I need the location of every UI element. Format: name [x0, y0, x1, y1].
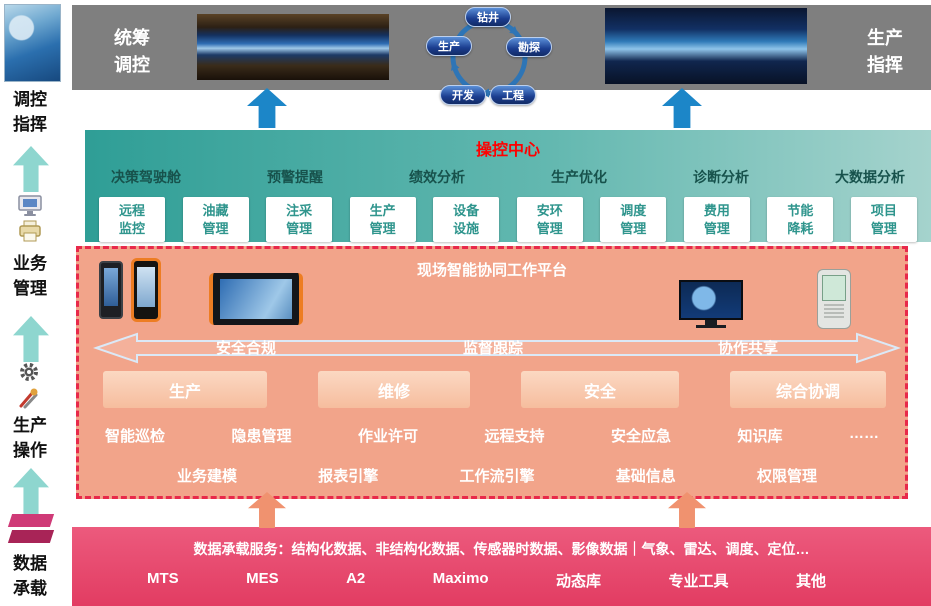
rugged-phone-image	[131, 258, 161, 322]
cycle-node-development: 开发	[440, 85, 486, 105]
system-item: MTS	[147, 570, 179, 587]
app-item: 隐患管理	[231, 428, 292, 445]
field-collaboration-platform: 现场智能协同工作平台 安全合规 监督跟踪 协作共享 生产 维修 安全 综合协调	[76, 246, 908, 499]
printer-icon	[19, 220, 41, 242]
function-item: 预警提醒	[267, 169, 323, 185]
platform-engines: 业务建模 报表引擎 工作流引擎 基础信息 权限管理	[177, 465, 817, 486]
up-arrow-icon	[13, 468, 49, 514]
system-item: 其他	[795, 573, 826, 590]
up-arrow-blue-left	[247, 88, 287, 128]
category-card: 生产	[103, 371, 267, 408]
data-systems: MTS MES A2 Maximo 动态库 专业工具 其他	[72, 570, 931, 591]
module-card: 费用 管理	[683, 197, 750, 242]
left-band-title: 统筹 调控	[114, 28, 150, 75]
phone-screen	[137, 267, 155, 307]
system-item: 动态库	[556, 573, 602, 590]
module-card: 远程 监控	[99, 197, 165, 242]
module-card: 调度 管理	[600, 197, 667, 242]
double-arrow	[93, 332, 901, 364]
monitor-screen	[679, 280, 743, 320]
engine-item: 基础信息	[615, 468, 676, 485]
monitor-base	[696, 325, 726, 328]
database-icon	[7, 514, 55, 527]
system-item: MES	[246, 570, 279, 587]
control-center-modules: 远程 监控 油藏 管理 注采 管理 生产 管理 设备 设施 安环 管理 调度 管…	[85, 197, 931, 242]
system-item: Maximo	[432, 570, 489, 587]
rugged-tablet-image	[209, 273, 303, 325]
sidebar-label-business-management: 业务 管理	[13, 254, 47, 298]
cycle-node-engineering: 工程	[490, 85, 536, 105]
right-band-title: 生产 指挥	[867, 28, 903, 75]
app-item: 远程支持	[484, 428, 545, 445]
control-center-functions: 决策驾驶舱 预警提醒 绩效分析 生产优化 诊断分析 大数据分析	[85, 167, 931, 187]
platform-title: 现场智能协同工作平台	[416, 262, 567, 279]
monitor-stand	[705, 320, 717, 325]
cycle-node-drilling: 钻井	[465, 7, 511, 27]
china-map-image	[4, 4, 61, 82]
arrow-label-collaboration: 协作共享	[717, 340, 779, 357]
data-bearing-band: 数据承载服务：结构化数据、非结构化数据、传感器时数据、影像数据｜气象、雷达、调度…	[72, 527, 931, 606]
monitor-image	[679, 280, 743, 328]
module-card: 安环 管理	[516, 197, 583, 242]
up-arrow-icon	[13, 146, 49, 192]
module-card: 注采 管理	[266, 197, 333, 242]
monitor-icon	[18, 195, 42, 216]
data-services-text: 数据承载服务：结构化数据、非结构化数据、传感器时数据、影像数据｜气象、雷达、调度…	[193, 541, 810, 557]
sidebar-label-production-operation: 生产 操作	[13, 416, 47, 460]
tools-icon	[19, 388, 38, 409]
function-item: 生产优化	[551, 169, 607, 185]
platform-categories: 生产 维修 安全 综合协调	[79, 371, 905, 408]
up-arrow-blue-right	[662, 88, 702, 128]
control-center-title: 操控中心	[475, 142, 540, 159]
phone-screen	[104, 268, 118, 306]
pda-image	[817, 269, 851, 329]
arrow-label-supervision: 监督跟踪	[462, 340, 524, 357]
platform-apps: 智能巡检 隐患管理 作业许可 远程支持 安全应急 知识库 ……	[105, 425, 879, 446]
module-card: 油藏 管理	[182, 197, 249, 242]
control-room-image-left	[197, 14, 389, 80]
system-item: 专业工具	[668, 573, 729, 590]
control-center-band: 操控中心 决策驾驶舱 预警提醒 绩效分析 生产优化 诊断分析 大数据分析 远程 …	[85, 130, 931, 242]
module-card: 节能 降耗	[767, 197, 834, 242]
function-item: 诊断分析	[693, 169, 749, 185]
arrow-label-compliance: 安全合规	[215, 340, 277, 357]
up-arrow-icon	[13, 316, 49, 362]
module-card: 生产 管理	[349, 197, 416, 242]
sidebar-label-data-bearing: 数据 承载	[13, 554, 47, 598]
function-item: 决策驾驶舱	[111, 169, 181, 185]
sidebar-label-control-command: 调控 指挥	[13, 90, 47, 134]
app-item: 知识库	[737, 428, 783, 445]
app-item: ……	[849, 425, 879, 442]
cycle-node-exploration: 勘探	[506, 37, 552, 57]
engine-item: 业务建模	[177, 468, 238, 485]
pda-screen	[822, 275, 846, 301]
smartphone-image	[99, 261, 123, 319]
app-item: 作业许可	[358, 428, 419, 445]
app-item: 安全应急	[611, 428, 672, 445]
function-item: 大数据分析	[835, 169, 905, 185]
app-item: 智能巡检	[105, 428, 166, 445]
control-room-image-right	[605, 8, 807, 84]
tablet-screen	[220, 279, 292, 319]
cycle-node-production: 生产	[426, 36, 472, 56]
engine-item: 工作流引擎	[459, 468, 535, 485]
pda-keypad	[824, 304, 844, 318]
category-card: 综合协调	[730, 371, 886, 408]
engine-item: 报表引擎	[318, 468, 379, 485]
system-item: A2	[346, 570, 366, 587]
module-card: 设备 设施	[433, 197, 500, 242]
category-card: 维修	[318, 371, 470, 408]
category-card: 安全	[521, 371, 679, 408]
function-item: 绩效分析	[409, 169, 465, 185]
engine-item: 权限管理	[756, 468, 817, 485]
module-card: 项目 管理	[850, 197, 917, 242]
database-icon	[7, 530, 55, 543]
gear-icon	[20, 363, 38, 381]
